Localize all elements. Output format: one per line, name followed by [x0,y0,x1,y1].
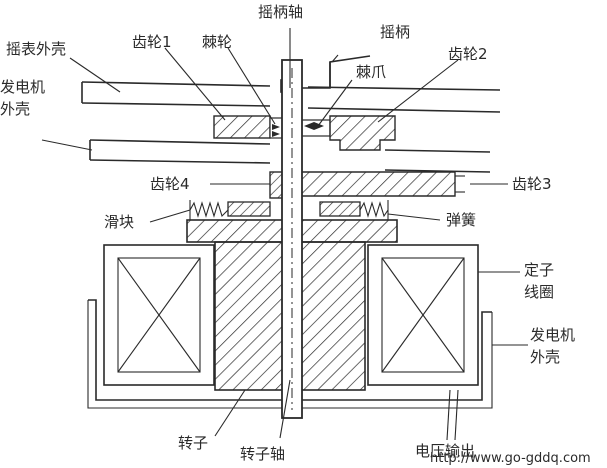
label-pawl: 棘爪 [356,63,386,81]
watch-case-plate [81,81,501,113]
pawl [299,119,331,137]
label-watch-case: 摇表外壳 [6,40,66,58]
gear-3 [299,171,465,197]
label-generator-case-top-line2: 外壳 [0,100,30,118]
voltage-output-wires [446,389,459,441]
gear-1 [213,115,271,139]
label-stator-coil-line2: 线圈 [524,283,554,301]
generator-case-top-plate [89,139,491,173]
label-stator-coil-line1: 定子 [524,261,554,279]
label-voltage-output: 电压输出 [415,442,475,460]
label-gear-1: 齿轮1 [132,33,172,51]
label-spring: 弹簧 [446,211,476,229]
rotor-shaft [281,59,303,419]
slider [227,201,361,217]
ratchet-wheel [269,117,285,139]
label-ratchet-wheel: 棘轮 [202,33,232,51]
label-slider: 滑块 [104,213,134,231]
spring-right [359,200,389,220]
stator-coil-right [367,244,479,386]
stator-coil-left [103,244,215,386]
label-gear-2: 齿轮2 [448,45,488,63]
label-rotor-shaft: 转子轴 [240,445,285,463]
watermark: http://www.go-gddq.com [430,451,591,466]
label-crank: 摇柄 [380,23,410,41]
gear-2 [329,115,396,151]
label-generator-case-top-line1: 发电机 [0,78,45,96]
label-gear-3: 齿轮3 [512,175,552,193]
label-generator-case-right-line2: 外壳 [530,348,560,366]
label-crank-shaft: 摇柄轴 [258,3,303,21]
label-generator-case-right-line1: 发电机 [530,326,575,344]
label-rotor: 转子 [178,434,208,452]
leader-lines [41,28,528,439]
generator-housing [87,299,493,409]
spring-left [189,200,229,220]
label-gear-4: 齿轮4 [150,175,190,193]
